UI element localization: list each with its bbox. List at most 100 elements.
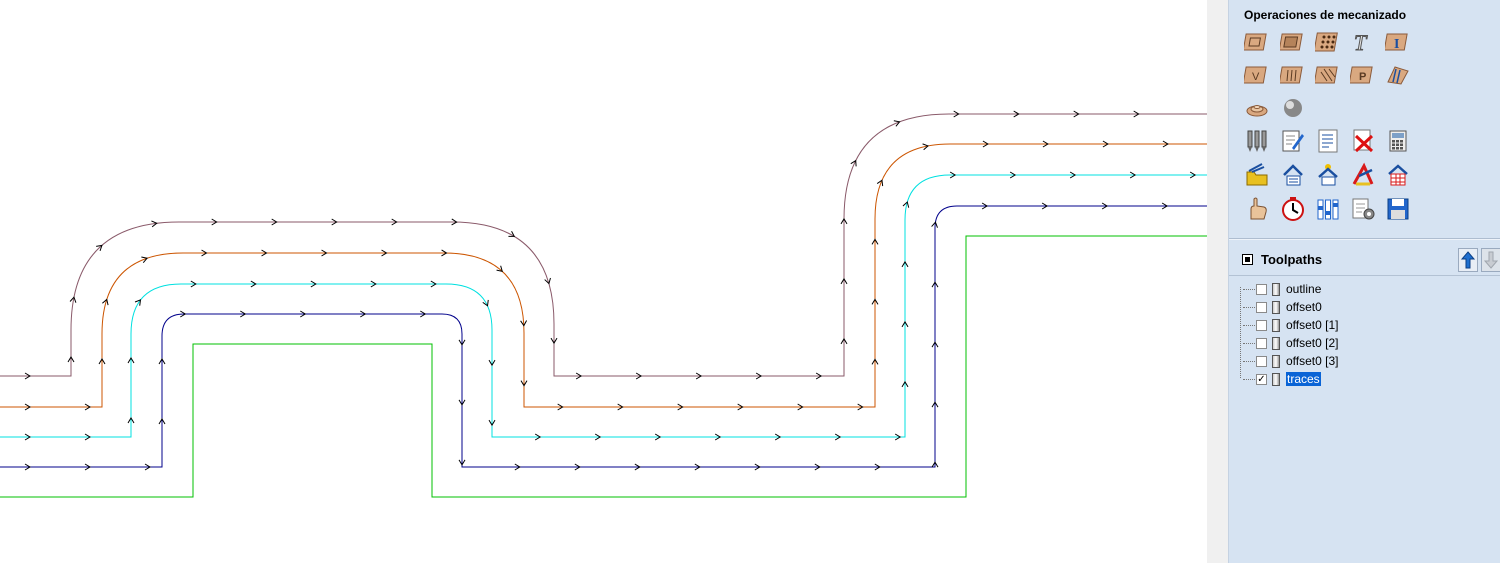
edit-toolpath-button[interactable]: [1279, 127, 1307, 155]
tool-list-button[interactable]: [1243, 127, 1271, 155]
direction-arrow: [271, 218, 278, 226]
3d-roughing-button[interactable]: [1243, 94, 1271, 122]
direction-arrow: [482, 299, 489, 307]
tree-item-traces[interactable]: ✓ traces: [1239, 371, 1489, 389]
direction-arrow: [654, 433, 662, 441]
direction-arrow: [84, 403, 91, 411]
splitter[interactable]: [1207, 0, 1228, 563]
direction-arrow: [901, 380, 909, 388]
open-folder-button[interactable]: [1243, 161, 1271, 189]
direction-arrow: [774, 433, 782, 441]
direction-arrow: [755, 372, 763, 380]
toolpath-settings-button[interactable]: [1349, 195, 1377, 223]
move-up-button[interactable]: [1458, 248, 1478, 272]
header-divider: [1229, 275, 1500, 276]
text-engrave-button[interactable]: T: [1349, 28, 1377, 56]
delete-toolpath-button[interactable]: [1349, 127, 1377, 155]
tree-item-offset0-3[interactable]: offset0 [3]: [1239, 353, 1489, 371]
visibility-checkbox[interactable]: [1256, 338, 1267, 349]
direction-arrow: [574, 463, 581, 471]
transform-icon: [1352, 162, 1374, 186]
profile-button[interactable]: [1243, 28, 1271, 56]
toolpath-control-button[interactable]: [1314, 195, 1342, 223]
tree-item-offset0[interactable]: offset0: [1239, 299, 1489, 317]
direction-arrow: [331, 218, 338, 226]
direction-arrow: [370, 280, 377, 288]
prism-button[interactable]: P: [1349, 61, 1377, 89]
time-estimate-icon: [1282, 197, 1304, 221]
direction-arrow: [151, 220, 158, 228]
toolpath-summary-button[interactable]: [1314, 127, 1342, 155]
toolpath-tiling-button[interactable]: [1384, 161, 1412, 189]
direction-arrow: [520, 320, 528, 327]
pocket-icon: [1280, 33, 1303, 51]
svg-text:T: T: [1354, 30, 1368, 55]
direction-arrow: [1102, 140, 1109, 148]
direction-arrow: [84, 463, 91, 471]
calculator-button[interactable]: [1384, 127, 1412, 155]
texture-button[interactable]: [1314, 61, 1342, 89]
direction-arrow: [381, 249, 388, 257]
toolpath-tree: outline offset0 offset0 [1] offset0 [2] …: [1239, 281, 1489, 389]
direction-arrow: [981, 202, 989, 210]
direction-arrow: [594, 433, 602, 441]
visibility-checkbox[interactable]: ✓: [1256, 374, 1267, 385]
direction-arrow: [902, 201, 910, 208]
time-estimate-button[interactable]: [1279, 195, 1307, 223]
direction-arrow: [98, 358, 106, 365]
merge-toolpaths-button[interactable]: [1279, 161, 1307, 189]
visibility-checkbox[interactable]: [1256, 320, 1267, 331]
direction-arrow: [894, 433, 902, 441]
direction-arrow: [534, 433, 542, 441]
direction-arrow: [514, 463, 521, 471]
save-toolpath-button[interactable]: [1384, 195, 1412, 223]
panel-separator: [1229, 238, 1500, 240]
inlay-button[interactable]: I: [1384, 28, 1412, 56]
inlay-icon: I: [1385, 33, 1408, 52]
visibility-checkbox[interactable]: [1256, 284, 1267, 295]
vcarve-button[interactable]: V: [1243, 61, 1271, 89]
direction-arrow: [300, 310, 307, 318]
drill-button[interactable]: [1314, 28, 1342, 56]
direction-arrow: [1189, 171, 1197, 179]
direction-arrow: [876, 179, 884, 187]
direction-arrow: [874, 463, 881, 471]
direction-arrow: [1101, 202, 1109, 210]
tree-item-offset0-2[interactable]: offset0 [2]: [1239, 335, 1489, 353]
visibility-checkbox[interactable]: [1256, 356, 1267, 367]
toolpath-canvas[interactable]: [0, 0, 1207, 563]
tree-item-offset0-1[interactable]: offset0 [1]: [1239, 317, 1489, 335]
toolpath-summary-icon: [1318, 129, 1338, 153]
direction-arrow: [458, 399, 466, 406]
pocket-button[interactable]: [1279, 28, 1307, 56]
direction-arrow: [840, 217, 848, 225]
direction-arrow: [1013, 110, 1020, 118]
move-down-button[interactable]: [1481, 248, 1500, 272]
svg-text:V: V: [1252, 71, 1260, 83]
direction-arrow: [834, 433, 842, 441]
preview-hand-button[interactable]: [1243, 195, 1271, 223]
tool-icon: [1272, 283, 1280, 296]
moulding-button[interactable]: [1384, 61, 1412, 89]
toolpath-drawing: [0, 110, 1207, 498]
toolpath-tiling-icon: [1388, 164, 1408, 186]
tree-item-outline[interactable]: outline: [1239, 281, 1489, 299]
visibility-checkbox[interactable]: [1256, 302, 1267, 313]
direction-arrow: [815, 372, 823, 380]
toolpath-label: offset0 [2]: [1286, 336, 1339, 350]
direction-arrow: [931, 401, 939, 408]
direction-arrow: [714, 433, 722, 441]
direction-arrow: [871, 238, 879, 245]
template-button[interactable]: [1314, 161, 1342, 189]
direction-arrow: [240, 310, 247, 318]
collapse-toggle[interactable]: [1242, 254, 1253, 265]
direction-arrow: [1009, 171, 1017, 179]
direction-arrow: [840, 337, 848, 345]
transform-button[interactable]: [1349, 161, 1377, 189]
direction-arrow: [190, 280, 197, 288]
drill-icon: [1315, 32, 1338, 52]
preview-hand-icon: [1250, 197, 1267, 220]
fluting-button[interactable]: [1279, 61, 1307, 89]
3d-finishing-button[interactable]: [1279, 94, 1307, 122]
